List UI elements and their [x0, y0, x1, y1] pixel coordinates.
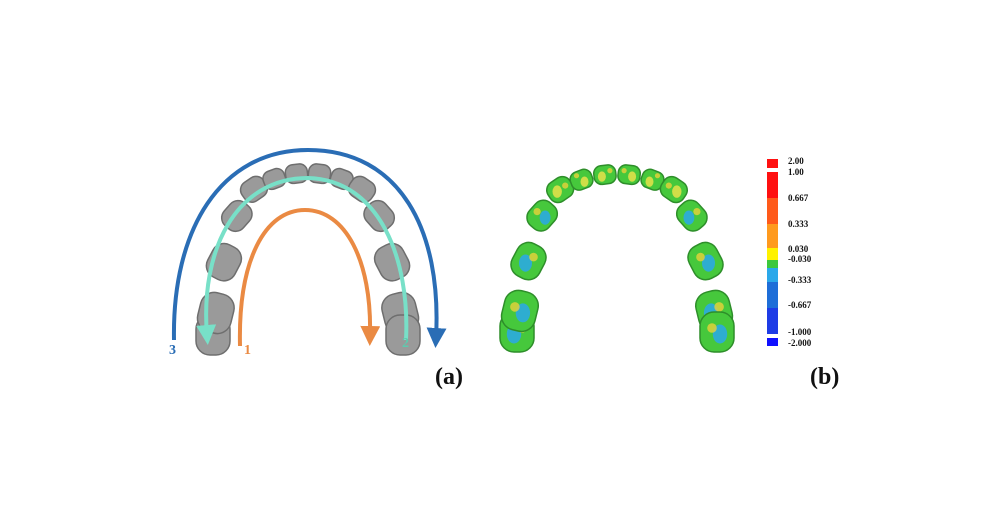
- color-scale-tick-label: 2.00: [788, 156, 804, 166]
- tooth: [262, 167, 287, 191]
- color-scale-band: [767, 198, 778, 224]
- deviation-patch: [552, 185, 562, 198]
- deviation-patch: [607, 168, 613, 174]
- color-scale-band: [767, 268, 778, 282]
- scan-path-3-arrow: [171, 147, 447, 348]
- deviation-patch: [707, 323, 717, 333]
- color-scale-tick-label: -2.000: [788, 338, 812, 348]
- color-scale-tick-label: -0.333: [788, 275, 812, 285]
- panel-a-label: (a): [435, 364, 463, 390]
- deviation-patch: [693, 208, 701, 216]
- deviation-patch: [654, 173, 661, 179]
- deviation-patch: [621, 168, 627, 174]
- deviation-patch: [628, 171, 637, 182]
- scan-path-2-label: 2: [402, 336, 409, 351]
- panel-a-dental-arch: [195, 163, 421, 356]
- deviation-patch: [645, 176, 654, 187]
- deviation-patch: [539, 210, 551, 225]
- color-scale-tick-label: -1.000: [788, 327, 812, 337]
- color-scale-band: [767, 248, 778, 260]
- deviation-patch: [562, 182, 569, 189]
- color-scale-tick-label: 0.667: [788, 193, 809, 203]
- deviation-patch: [714, 302, 724, 312]
- panel-b-deviation-map-arch: [499, 164, 735, 353]
- deviation-patch: [519, 254, 532, 272]
- scan-path-1-label: 1: [244, 343, 251, 358]
- deviation-patch: [510, 302, 520, 312]
- color-scale-band: [767, 308, 778, 334]
- tooth: [385, 314, 421, 356]
- color-scale-band: [767, 338, 778, 346]
- deviation-patch: [672, 185, 682, 198]
- deviation-patch: [529, 252, 538, 262]
- scan-path-2-arrow: [196, 175, 409, 345]
- color-scale-tick-label: 0.030: [788, 244, 809, 254]
- color-scale-band: [767, 260, 778, 268]
- deviation-patch: [696, 252, 705, 262]
- deviation-patch: [533, 208, 541, 216]
- color-scale-tick-label: 0.333: [788, 219, 809, 229]
- deviation-patch: [665, 182, 672, 189]
- color-scale-band: [767, 282, 778, 308]
- color-scale-tick-label: -0.667: [788, 300, 812, 310]
- color-scale-tick-label: 1.00: [788, 167, 804, 177]
- deviation-patch: [573, 173, 580, 179]
- color-scale-band: [767, 172, 778, 198]
- panel-b-label: (b): [810, 364, 840, 390]
- color-scale-tick-label: -0.030: [788, 254, 812, 264]
- color-scale-band: [767, 159, 778, 168]
- deviation-patch: [702, 254, 715, 272]
- scan-path-3-label: 3: [169, 343, 176, 358]
- color-scale-band: [767, 224, 778, 248]
- deviation-patch: [580, 176, 589, 187]
- deviation-patch: [597, 171, 606, 182]
- scan-path-1-arrow: [237, 207, 381, 347]
- deviation-patch: [683, 210, 695, 225]
